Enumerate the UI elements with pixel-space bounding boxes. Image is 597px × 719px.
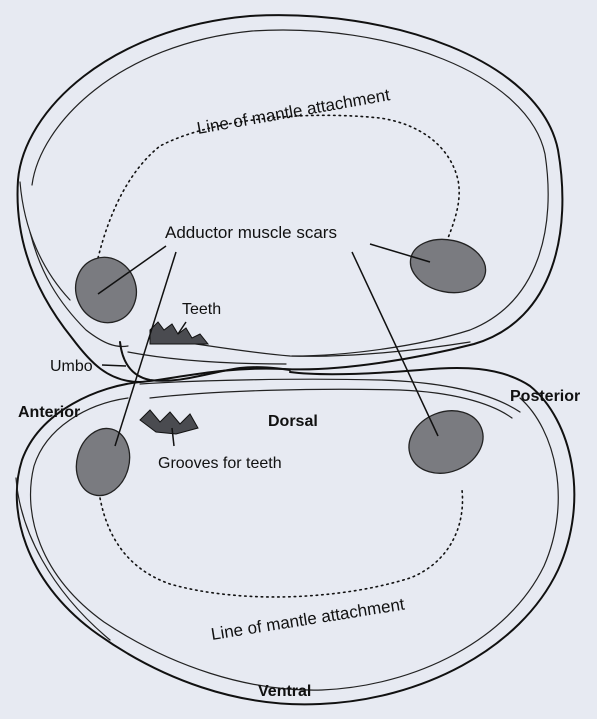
label-grooves: Grooves for teeth [158,455,282,472]
label-posterior: Posterior [510,388,580,405]
leader-umbo [102,365,126,366]
label-ventral: Ventral [258,683,311,700]
label-teeth: Teeth [182,301,221,318]
label-anterior: Anterior [18,404,80,421]
label-adductor: Adductor muscle scars [165,223,337,242]
label-umbo: Umbo [50,358,93,375]
label-dorsal: Dorsal [268,413,318,430]
